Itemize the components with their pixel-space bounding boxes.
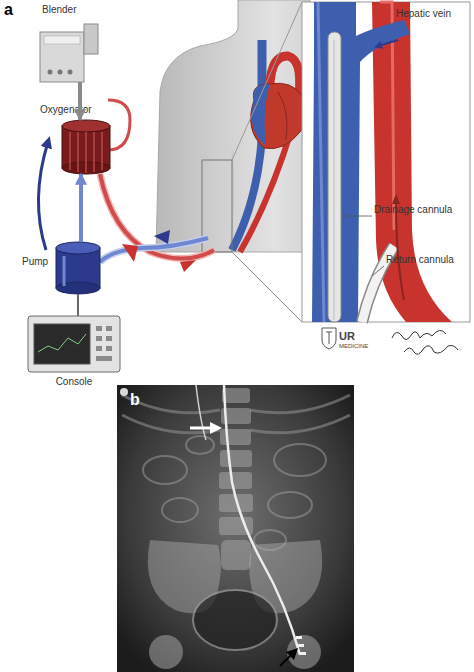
device-label: Pump xyxy=(22,256,54,268)
circuit-tubing xyxy=(38,100,214,272)
heart-vessels xyxy=(232,40,309,252)
xray-image xyxy=(117,385,354,672)
black-arrow-head xyxy=(286,648,298,660)
zoom-indicator xyxy=(202,2,302,322)
logo-text: UR xyxy=(339,330,363,343)
blender-unit-shape xyxy=(40,24,98,82)
blender-unit: Blender xyxy=(40,24,98,82)
pump-unit: Pump xyxy=(56,242,100,294)
device-label: Blender xyxy=(42,4,102,16)
console-unit: Console xyxy=(28,316,120,372)
device-label: Console xyxy=(28,376,120,388)
cannula-label: Return cannula xyxy=(386,254,470,266)
panel-letter: b xyxy=(130,390,150,409)
panel-letter: a xyxy=(4,0,24,19)
circuit-connector xyxy=(78,82,82,120)
pump-unit-shape xyxy=(56,242,100,294)
white-arrow-head xyxy=(210,422,222,434)
console-unit-shape xyxy=(28,316,120,372)
cannula-label: Drainage cannula xyxy=(374,204,470,216)
oxygenator-unit-shape xyxy=(62,120,110,174)
circuit-connector xyxy=(79,174,83,242)
cannula-inset xyxy=(302,2,470,322)
logo-signature xyxy=(322,328,458,354)
oxygenator-unit: Oxygenator xyxy=(62,120,110,174)
circuit-connector xyxy=(77,294,79,316)
device-label: Oxygenator xyxy=(40,104,120,116)
white-arrow xyxy=(190,427,212,430)
anatomy-label: Hepatic vein xyxy=(396,8,470,20)
logo-text: MEDICINE xyxy=(339,343,379,350)
